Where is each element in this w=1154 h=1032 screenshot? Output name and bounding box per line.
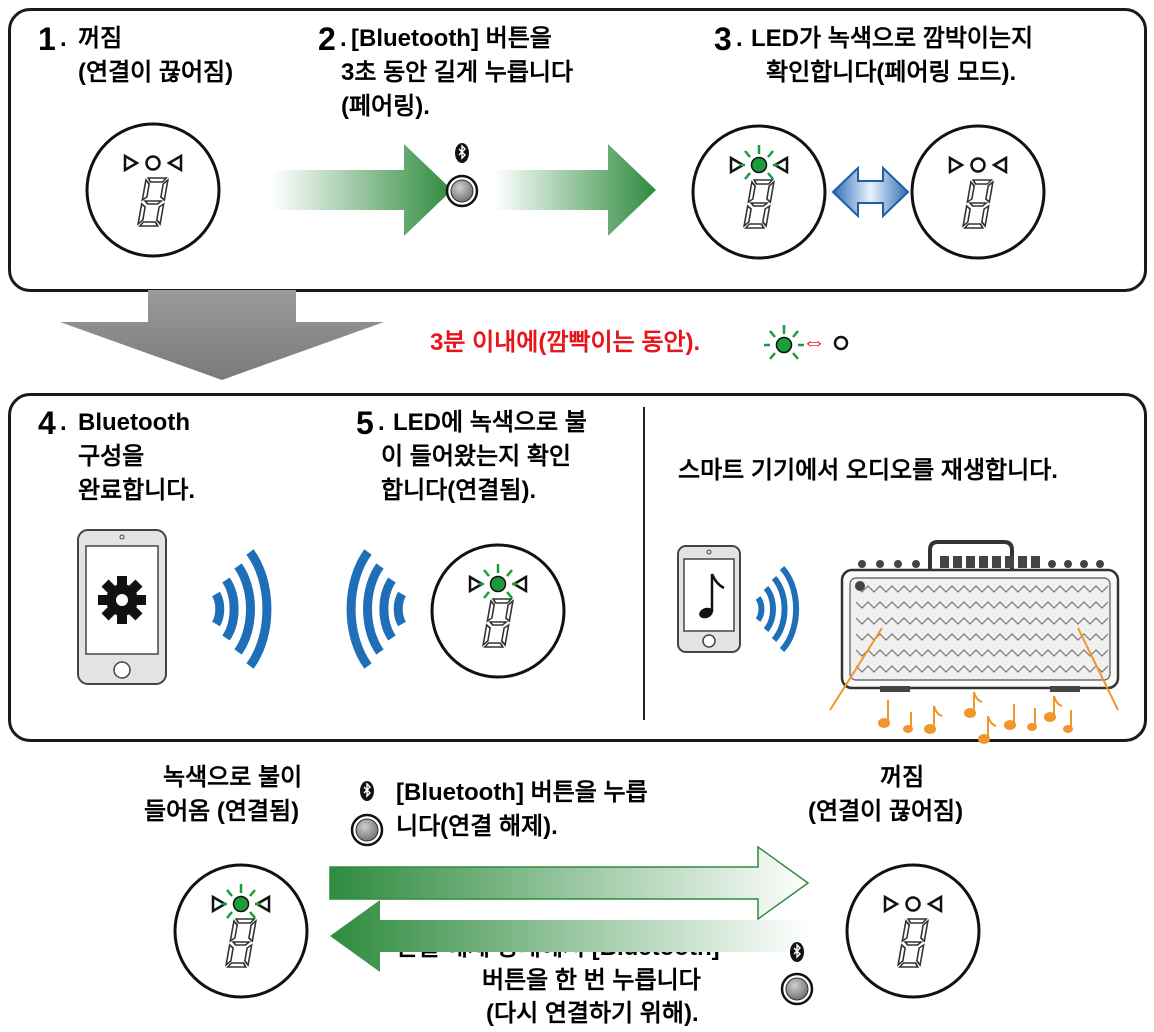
step2-line3: (페어링). (341, 93, 430, 120)
disconnect-line1: [Bluetooth] 버튼을 누릅 (396, 779, 648, 806)
step5-line1: LED에 녹색으로 불 (393, 409, 587, 436)
step5-line2: 이 들어왔는지 확인 (381, 443, 571, 470)
right-state-line2: (연결이 끊어짐) (808, 798, 964, 825)
phone-settings (77, 529, 167, 685)
bluetooth-button-disconnect (350, 813, 384, 847)
bluetooth-button (445, 174, 479, 208)
step2-dot: . (340, 25, 347, 52)
right-state-line1: 꺼짐 (880, 764, 925, 791)
step4-line1: Bluetooth (78, 409, 190, 436)
led-display-disconnected (845, 863, 981, 999)
step3-number: 3 (714, 21, 732, 57)
amplifier-icon (840, 540, 1120, 692)
led-display-off-2 (910, 124, 1046, 260)
bottom-graphics (173, 780, 981, 1006)
reconnect-line2: 버튼을 한 번 누릅니다 (482, 967, 701, 994)
left-state-line1: 녹색으로 불이 (163, 764, 303, 791)
step2-line1: [Bluetooth] 버튼을 (351, 25, 552, 52)
led-display-connected (173, 863, 309, 999)
step3-line1: LED가 녹색으로 깜박이는지 (751, 25, 1034, 52)
step1-dot: . (60, 25, 67, 52)
panel1-graphics (85, 122, 1046, 260)
panel-divider (643, 407, 645, 720)
down-arrow (60, 290, 384, 380)
double-arrow (831, 165, 910, 219)
note-text: 3분 이내에(깜빡이는 동안). (430, 329, 701, 356)
step1-line1: 꺼짐 (78, 25, 123, 52)
bluetooth-button-reconnect (780, 972, 814, 1006)
step2-line2: 3초 동안 길게 누릅니다 (341, 59, 574, 86)
bluetooth-icon-disconnect (359, 780, 375, 802)
note-symbol: ⇔ (802, 329, 826, 356)
arrow-right-2 (494, 144, 656, 236)
phone-music (677, 545, 741, 653)
step3-dot: . (736, 25, 743, 52)
step5-line3: 합니다(연결됨). (381, 477, 537, 504)
step1-number: 1 (38, 21, 56, 57)
step4-line3: 완료합니다. (78, 477, 196, 504)
left-state-line2: 들어옴 (연결됨) (144, 798, 300, 825)
step5-number: 5 (356, 405, 374, 441)
wifi-waves-icon (211, 549, 407, 669)
play-text: 스마트 기기에서 오디오를 재생합니다. (678, 457, 1058, 484)
led-display-on (430, 543, 566, 679)
led-display-blinking (691, 124, 827, 260)
music-note-icon (699, 573, 725, 619)
step4-dot: . (60, 409, 67, 436)
bluetooth-icon-reconnect (789, 941, 805, 963)
led-display-off-1 (85, 122, 221, 258)
led-off-icon (833, 335, 849, 351)
step2-number: 2 (318, 21, 336, 57)
disconnect-line2: 니다(연결 해제). (396, 813, 558, 840)
panel2-graphics (77, 529, 1120, 744)
arrow-right-1 (272, 144, 452, 236)
step4-line2: 구성을 (78, 443, 145, 470)
step5-dot: . (378, 409, 385, 436)
arrow-reconnect (330, 900, 808, 972)
bluetooth-icon (454, 142, 470, 164)
step4-number: 4 (38, 405, 56, 441)
arrow-disconnect (329, 845, 810, 921)
step3-line2: 확인합니다(페어링 모드). (766, 59, 1017, 86)
reconnect-line3: (다시 연결하기 위해). (486, 1000, 699, 1027)
gear-icon (98, 576, 146, 624)
step1-line2: (연결이 끊어짐) (78, 59, 234, 86)
